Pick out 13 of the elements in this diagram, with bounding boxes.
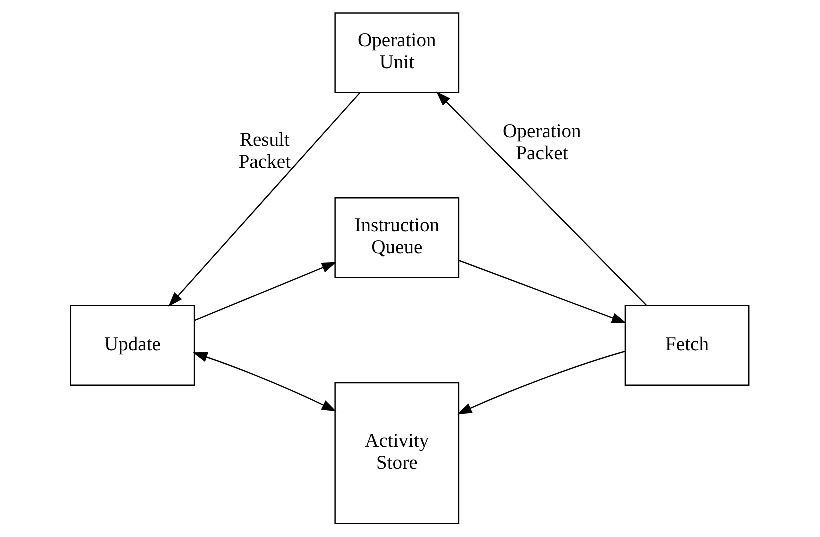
arrow [457,351,626,415]
arrow [192,352,337,412]
arrow [458,260,627,324]
node-box: Operation Unit [334,12,460,94]
edge-label: Result Packet [238,130,292,173]
arrow [168,92,361,307]
node-box: Activity Store [334,382,460,524]
arrow [194,262,337,322]
node-box: Fetch [624,305,750,386]
edge-label: Operation Packet [503,121,582,164]
node-box: Update [70,305,196,386]
arrow [436,92,648,306]
node-box: Instruction Queue [334,198,460,278]
